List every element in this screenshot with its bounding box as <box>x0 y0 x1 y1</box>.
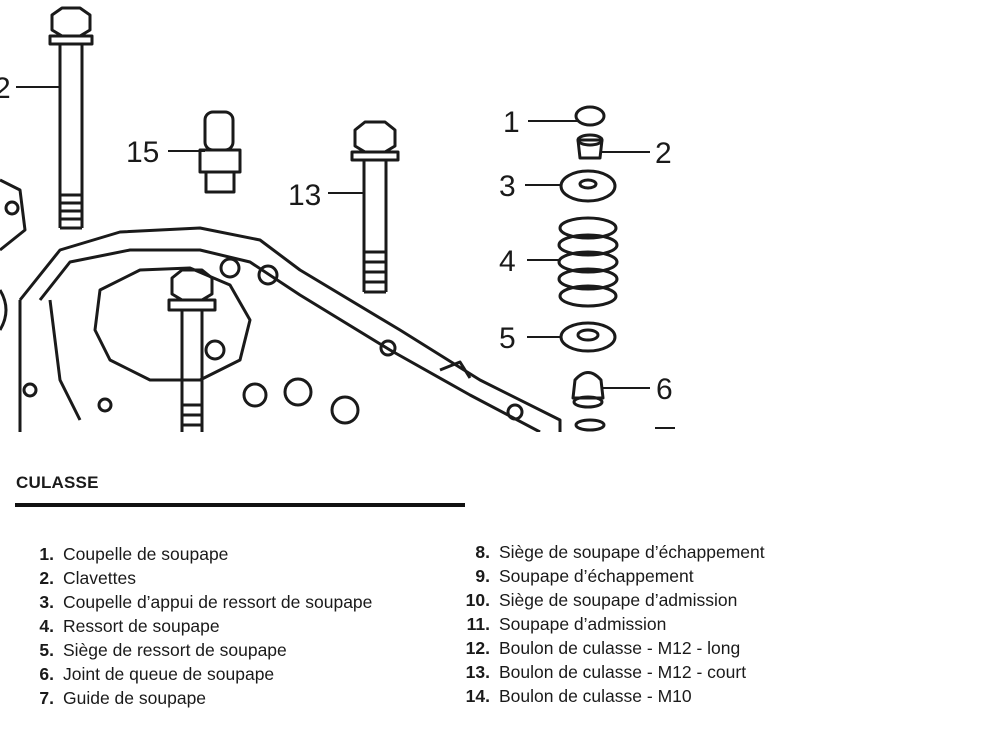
item-number: 5. <box>39 640 54 660</box>
item-label: Coupelle de soupape <box>63 544 229 564</box>
item-number: 9. <box>475 566 490 586</box>
bolt-m10 <box>167 268 217 432</box>
item-number: 3. <box>39 592 54 612</box>
item-label: Guide de soupape <box>63 688 207 708</box>
list-item: 2. Clavettes <box>30 566 372 590</box>
callout-4: 4 <box>499 245 516 278</box>
cylinder-head-block <box>0 178 562 432</box>
cylinder-head-exploded-diagram: 2 15 13 1 2 3 4 5 6 <box>0 6 675 432</box>
leader-lines <box>16 86 675 429</box>
item-label: Boulon de culasse - M12 - long <box>499 638 741 658</box>
bolt-m12-long <box>48 6 94 230</box>
parts-list-left: 1. Coupelle de soupape 2. Clavettes 3. Coup… <box>30 542 372 710</box>
valve-collets <box>576 133 604 160</box>
list-item: 8. Siège de soupape d’échappement <box>460 540 765 564</box>
list-item: 5. Siège de ressort de soupape <box>30 638 372 662</box>
item-number: 2. <box>39 568 54 588</box>
list-item: 13. Boulon de culasse - M12 - court <box>460 660 765 684</box>
item-number: 4. <box>39 616 54 636</box>
list-item: 3. Coupelle d’appui de ressort de soupape <box>30 590 372 614</box>
item-label: Boulon de culasse - M10 <box>499 686 692 706</box>
list-item: 7. Guide de soupape <box>30 686 372 710</box>
item-number: 1. <box>39 544 54 564</box>
callout-1: 1 <box>503 106 520 139</box>
item-label: Soupape d’échappement <box>499 566 694 586</box>
callout-12: 2 <box>0 72 11 105</box>
item-label: Boulon de culasse - M12 - court <box>499 662 747 682</box>
callout-2: 2 <box>655 137 672 170</box>
list-item: 9. Soupape d’échappement <box>460 564 765 588</box>
spring-seat <box>559 321 617 353</box>
list-item: 6. Joint de queue de soupape <box>30 662 372 686</box>
parts-list-right: 8. Siège de soupape d’échappement 9. Soupa… <box>460 540 765 708</box>
item-number: 6. <box>39 664 54 684</box>
item-label: Siège de ressort de soupape <box>63 640 287 660</box>
item-number: 7. <box>39 688 54 708</box>
valve-cap <box>574 105 606 127</box>
item-number: 14. <box>465 686 490 706</box>
section-title: CULASSE <box>16 473 99 492</box>
item-label: Coupelle d’appui de ressort de soupape <box>63 592 373 612</box>
item-number: 10. <box>465 590 490 610</box>
callout-3: 3 <box>499 170 516 203</box>
list-item: 4. Ressort de soupape <box>30 614 372 638</box>
list-item: 14. Boulon de culasse - M10 <box>460 684 765 708</box>
callout-5: 5 <box>499 322 516 355</box>
item-label: Siège de soupape d’échappement <box>499 542 765 562</box>
fitting-15 <box>198 110 242 194</box>
valve-guide <box>574 418 606 432</box>
valve-stem-seal <box>571 371 605 409</box>
item-number: 11. <box>466 614 490 634</box>
callout-13: 13 <box>288 179 321 212</box>
item-number: 13. <box>465 662 490 682</box>
item-label: Joint de queue de soupape <box>63 664 275 684</box>
list-item: 1. Coupelle de soupape <box>30 542 372 566</box>
bolt-m12-short <box>350 120 400 294</box>
list-item: 10. Siège de soupape d’admission <box>460 588 765 612</box>
valve-spring <box>557 216 619 308</box>
item-label: Ressort de soupape <box>63 616 220 636</box>
list-item: 12. Boulon de culasse - M12 - long <box>460 636 765 660</box>
list-item: 11. Soupape d’admission <box>460 612 765 636</box>
item-number: 12. <box>465 638 490 658</box>
callout-15: 15 <box>126 136 159 169</box>
callout-6: 6 <box>656 373 673 406</box>
item-number: 8. <box>475 542 490 562</box>
item-label: Soupape d’admission <box>499 614 667 634</box>
item-label: Siège de soupape d’admission <box>499 590 738 610</box>
spring-retainer <box>559 169 617 203</box>
item-label: Clavettes <box>63 568 136 588</box>
title-underline <box>15 503 465 507</box>
